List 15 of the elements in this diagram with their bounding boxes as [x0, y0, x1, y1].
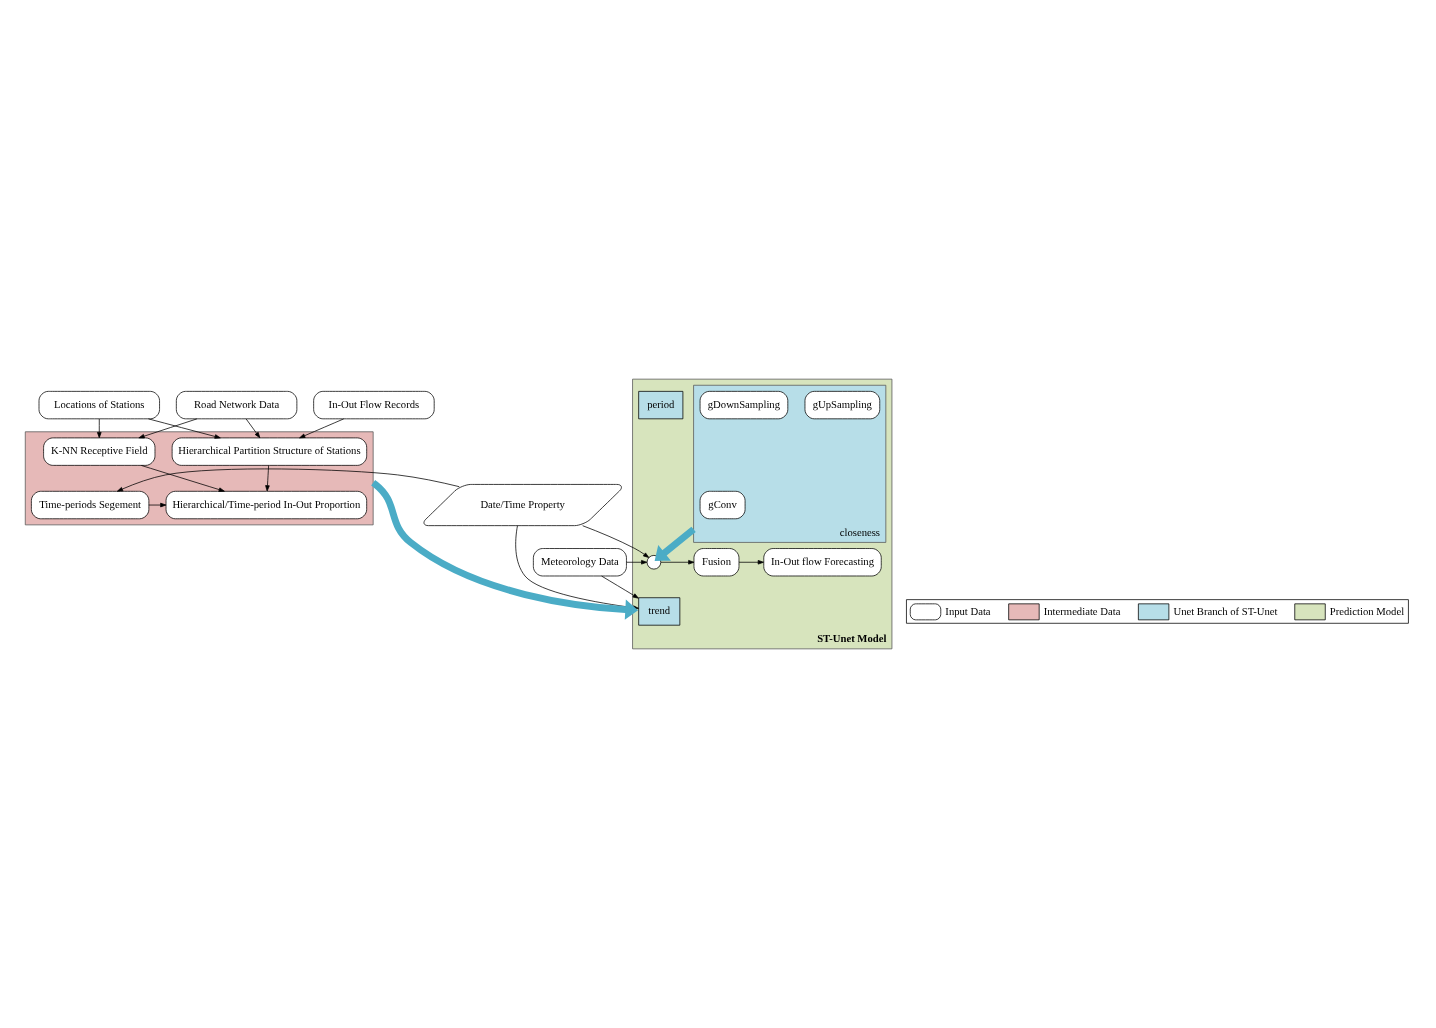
arrow — [148, 418, 221, 439]
arrow — [245, 418, 261, 439]
arrow — [148, 502, 167, 508]
arrow — [626, 560, 648, 565]
arrow — [140, 465, 225, 492]
arrow — [97, 418, 102, 439]
arrow — [738, 560, 764, 565]
node-circle — [646, 555, 662, 570]
arrow — [138, 418, 198, 439]
arrow — [660, 560, 695, 565]
arrow — [265, 465, 270, 492]
arrow — [116, 468, 460, 492]
arrow — [601, 575, 639, 599]
arrow — [654, 526, 696, 561]
arrow — [299, 418, 345, 439]
